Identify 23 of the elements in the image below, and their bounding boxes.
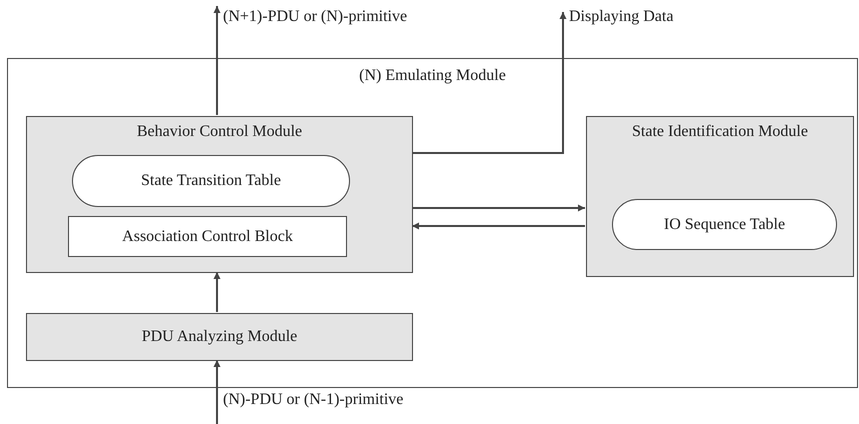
arrow (214, 6, 220, 115)
node-label: State Transition Table (141, 172, 281, 190)
arrow (214, 272, 220, 312)
edge-label: Displaying Data (567, 8, 676, 26)
block-box (68, 216, 347, 257)
edge-label: (N)-PDU or (N-1)-primitive (221, 391, 406, 409)
node-label: IO Sequence Table (664, 216, 786, 234)
node-label: PDU Analyzing Module (142, 328, 298, 346)
node-label: Association Control Block (122, 228, 293, 246)
arrow (412, 204, 585, 212)
table-pill (72, 155, 350, 207)
module-box (586, 116, 854, 277)
node-label: State Identification Module (632, 123, 808, 141)
edge-label: (N+1)-PDU or (N)-primitive (221, 8, 410, 26)
arrow (214, 360, 220, 424)
table-pill (612, 199, 837, 250)
module-box (26, 116, 413, 273)
node-label: Behavior Control Module (136, 123, 302, 141)
arrow (412, 12, 566, 154)
node-label: (N) Emulating Module (359, 67, 506, 85)
module-frame (7, 58, 858, 388)
module-box (26, 313, 413, 361)
arrow (412, 222, 585, 230)
